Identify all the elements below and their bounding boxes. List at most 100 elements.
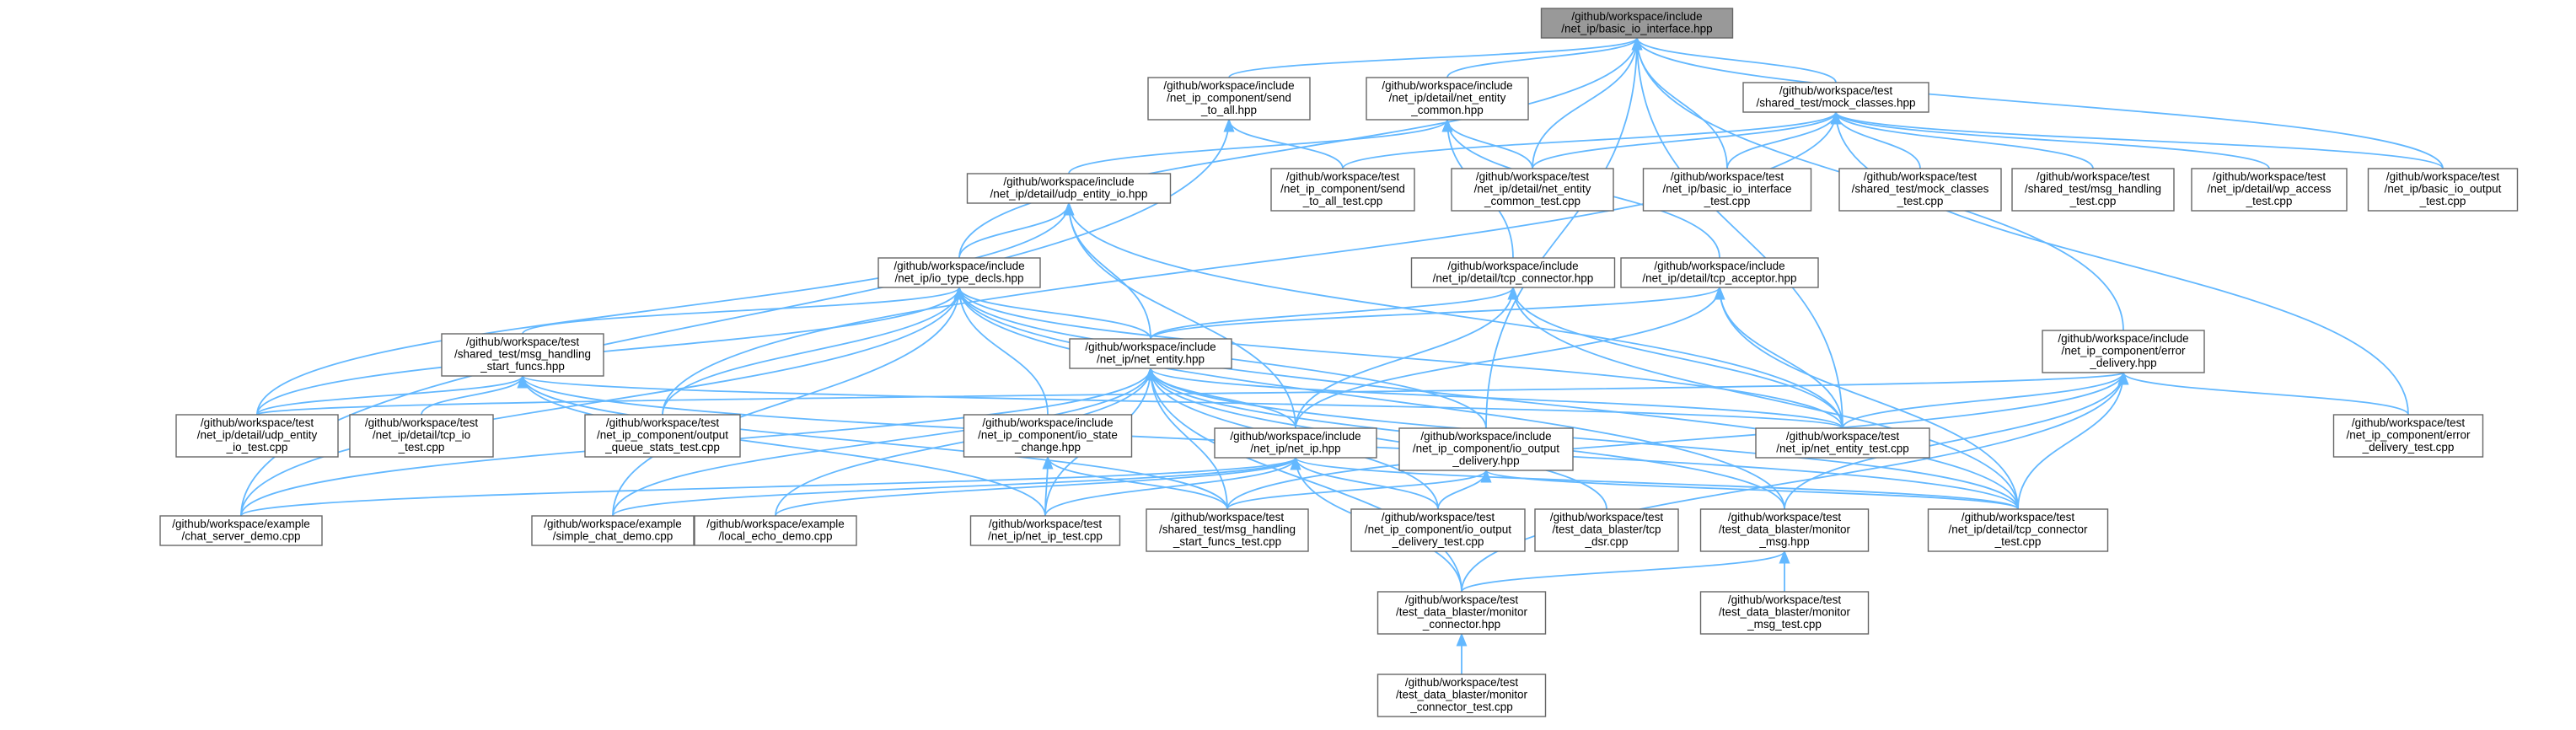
node-box [159, 515, 323, 546]
node-label-line: /github/workspace/include [1654, 260, 1784, 272]
node-box [1699, 591, 1870, 635]
dependency-edge [1631, 36, 1837, 83]
node-label-line: _delivery_test.cpp [1392, 535, 1484, 548]
node-label-line: /github/workspace/example [172, 518, 310, 530]
node-label-line: /test_data_blaster/monitor [1719, 523, 1851, 536]
graph-node-msg-handling-start-funcs-test-cpp[interactable]: /github/workspace/test/shared_test/msg_h… [1146, 508, 1309, 552]
node-label-line: /net_ip_component/send [1280, 183, 1405, 196]
graph-node-basic-io-interface-test-cpp[interactable]: /github/workspace/test/net_ip/basic_io_i… [1642, 168, 1812, 212]
dependency-edge [1290, 456, 2019, 510]
graph-node-net-ip-test-cpp[interactable]: /github/workspace/test/net_ip/net_ip_tes… [969, 515, 1121, 546]
graph-node-monitor-msg-hpp[interactable]: /github/workspace/test/test_data_blaster… [1699, 508, 1870, 552]
graph-node-io-output-delivery-test-cpp[interactable]: /github/workspace/test/net_ip_component/… [1350, 508, 1526, 552]
node-label-line: /net_ip_component/send [1167, 92, 1291, 105]
graph-node-net-ip-hpp[interactable]: /github/workspace/include/net_ip/net_ip.… [1214, 427, 1377, 459]
node-box [694, 515, 857, 546]
dependency-edge [2117, 371, 2409, 416]
graph-node-io-state-change-hpp[interactable]: /github/workspace/include/net_ip_compone… [963, 414, 1133, 458]
graph-node-msg-handling-test-cpp[interactable]: /github/workspace/test/shared_test/msg_h… [2011, 168, 2175, 212]
node-label-line: _delivery_test.cpp [2362, 441, 2455, 454]
graph-node-mock-classes-hpp[interactable]: /github/workspace/test/shared_test/mock_… [1742, 82, 1929, 113]
node-label-line: _msg_test.cpp [1747, 618, 1822, 631]
dependency-edge [1342, 110, 1842, 169]
dependency-edge [1295, 286, 1725, 429]
node-label-line: /github/workspace/include [1230, 430, 1360, 443]
dependency-edge [1714, 286, 2019, 510]
dependency-edge [775, 367, 1157, 517]
node-label-line: /net_ip/detail/tcp_connector.hpp [1433, 272, 1594, 285]
dependency-edge [1714, 286, 1843, 429]
node-label-line: /github/workspace/test [1550, 511, 1664, 523]
node-label-line: /github/workspace/test [1864, 170, 1978, 183]
node-label-line: _start_funcs_test.cpp [1173, 535, 1281, 548]
node-label-line: /github/workspace/include [2058, 332, 2188, 345]
graph-node-error-delivery-hpp[interactable]: /github/workspace/include/net_ip_compone… [2042, 330, 2205, 373]
graph-node-udp-entity-io-hpp[interactable]: /github/workspace/include/net_ip/detail/… [966, 173, 1172, 204]
node-label-line: /net_ip/net_entity.hpp [1097, 353, 1205, 366]
node-box [969, 515, 1121, 546]
graph-node-io-type-decls-hpp[interactable]: /github/workspace/include/net_ip/io_type… [877, 257, 1041, 288]
dependency-edge [1044, 456, 1301, 517]
graph-node-output-queue-stats-test-cpp[interactable]: /github/workspace/test/net_ip_component/… [584, 414, 741, 458]
graph-node-net-entity-common-hpp[interactable]: /github/workspace/include/net_ip/detail/… [1366, 77, 1529, 121]
node-box [1069, 338, 1232, 369]
node-label-line: /net_ip/detail/net_entity [1474, 183, 1591, 196]
node-box [175, 414, 339, 458]
node-label-line: _test.cpp [2246, 195, 2293, 207]
node-label-line: /net_ip/detail/wp_access [2207, 183, 2331, 196]
dependency-edge [953, 286, 1843, 429]
graph-node-tcp-dsr-cpp[interactable]: /github/workspace/test/test_data_blaster… [1534, 508, 1679, 552]
graph-node-tcp-acceptor-hpp[interactable]: /github/workspace/include/net_ip/detail/… [1620, 257, 1819, 288]
dependency-edge [1226, 469, 1492, 510]
node-label-line: /net_ip_component/io_output [1413, 443, 1559, 455]
node-box [1350, 508, 1526, 552]
graph-node-monitor-connector-hpp[interactable]: /github/workspace/test/test_data_blaster… [1377, 591, 1547, 635]
node-label-line: _connector_test.cpp [1409, 700, 1513, 713]
graph-node-tcp-connector-hpp[interactable]: /github/workspace/include/net_ip/detail/… [1410, 257, 1616, 288]
node-label-line: /github/workspace/include [1382, 79, 1512, 92]
graph-node-msg-handling-start-funcs-hpp[interactable]: /github/workspace/test/shared_test/msg_h… [441, 333, 604, 377]
graph-node-chat-server-demo-cpp[interactable]: /github/workspace/example/chat_server_de… [159, 515, 323, 546]
node-label-line: /github/workspace/test [1671, 170, 1784, 183]
graph-node-monitor-connector-test-cpp[interactable]: /github/workspace/test/test_data_blaster… [1377, 674, 1547, 717]
dependency-edge [612, 286, 965, 517]
graph-node-wp-access-test-cpp[interactable]: /github/workspace/test/net_ip/detail/wp_… [2191, 168, 2348, 212]
node-label-line: _common_test.cpp [1484, 195, 1580, 207]
node-label-line: /github/workspace/test [1405, 676, 1519, 689]
node-label-line: /github/workspace/test [606, 416, 720, 429]
graph-node-basic-io-output-test-cpp[interactable]: /github/workspace/test/net_ip/basic_io_o… [2367, 168, 2519, 212]
node-label-line: /github/workspace/example [544, 518, 682, 530]
node-label-line: /net_ip/net_ip.hpp [1250, 443, 1340, 455]
node-label-line: /github/workspace/test [466, 335, 580, 348]
graph-node-tcp-connector-test-cpp[interactable]: /github/workspace/test/net_ip/detail/tcp… [1927, 508, 2109, 552]
graph-node-udp-entity-io-test-cpp[interactable]: /github/workspace/test/net_ip/detail/udp… [175, 414, 339, 458]
graph-node-basic-io-interface-hpp[interactable]: /github/workspace/include/net_ip/basic_i… [1540, 8, 1734, 39]
graph-node-net-entity-common-test-cpp[interactable]: /github/workspace/test/net_ip/detail/net… [1451, 168, 1614, 212]
dependency-edge [953, 286, 1049, 416]
dependency-edge [1068, 118, 1453, 174]
graph-node-monitor-msg-test-cpp[interactable]: /github/workspace/test/test_data_blaster… [1699, 591, 1870, 635]
graph-node-send-to-all-test-cpp[interactable]: /github/workspace/test/net_ip_component/… [1270, 168, 1415, 212]
graph-node-mock-classes-test-cpp[interactable]: /github/workspace/test/shared_test/mock_… [1838, 168, 2002, 212]
dependency-edge [953, 286, 1785, 510]
node-label-line: /net_ip_component/error [2346, 429, 2471, 442]
node-box [2011, 168, 2175, 212]
graph-node-net-entity-test-cpp[interactable]: /github/workspace/test/net_ip/net_entity… [1755, 427, 1930, 459]
dependency-edge [1830, 110, 1921, 169]
graph-node-net-entity-hpp[interactable]: /github/workspace/include/net_ip/net_ent… [1069, 338, 1232, 369]
graph-node-error-delivery-test-cpp[interactable]: /github/workspace/test/net_ip_component/… [2332, 414, 2484, 458]
graph-node-tcp-io-test-cpp[interactable]: /github/workspace/test/net_ip/detail/tcp… [349, 414, 494, 458]
graph-node-simple-chat-demo-cpp[interactable]: /github/workspace/example/simple_chat_de… [531, 515, 695, 546]
graph-node-io-output-delivery-hpp[interactable]: /github/workspace/include/net_ip_compone… [1398, 427, 1574, 471]
node-label-line: /net_ip/basic_io_interface [1662, 183, 1791, 196]
graph-node-local-echo-demo-cpp[interactable]: /github/workspace/example/local_echo_dem… [694, 515, 857, 546]
node-box [2191, 168, 2348, 212]
node-label-line: /net_ip_component/error [2061, 345, 2186, 357]
node-label-line: /github/workspace/include [1571, 10, 1702, 23]
node-label-line: /simple_chat_demo.cpp [553, 530, 674, 543]
graph-node-send-to-all-hpp[interactable]: /github/workspace/include/net_ip_compone… [1147, 77, 1311, 121]
node-label-line: /net_ip/io_type_decls.hpp [894, 272, 1023, 285]
node-box [1366, 77, 1529, 121]
node-label-line: _test.cpp [1704, 195, 1751, 207]
